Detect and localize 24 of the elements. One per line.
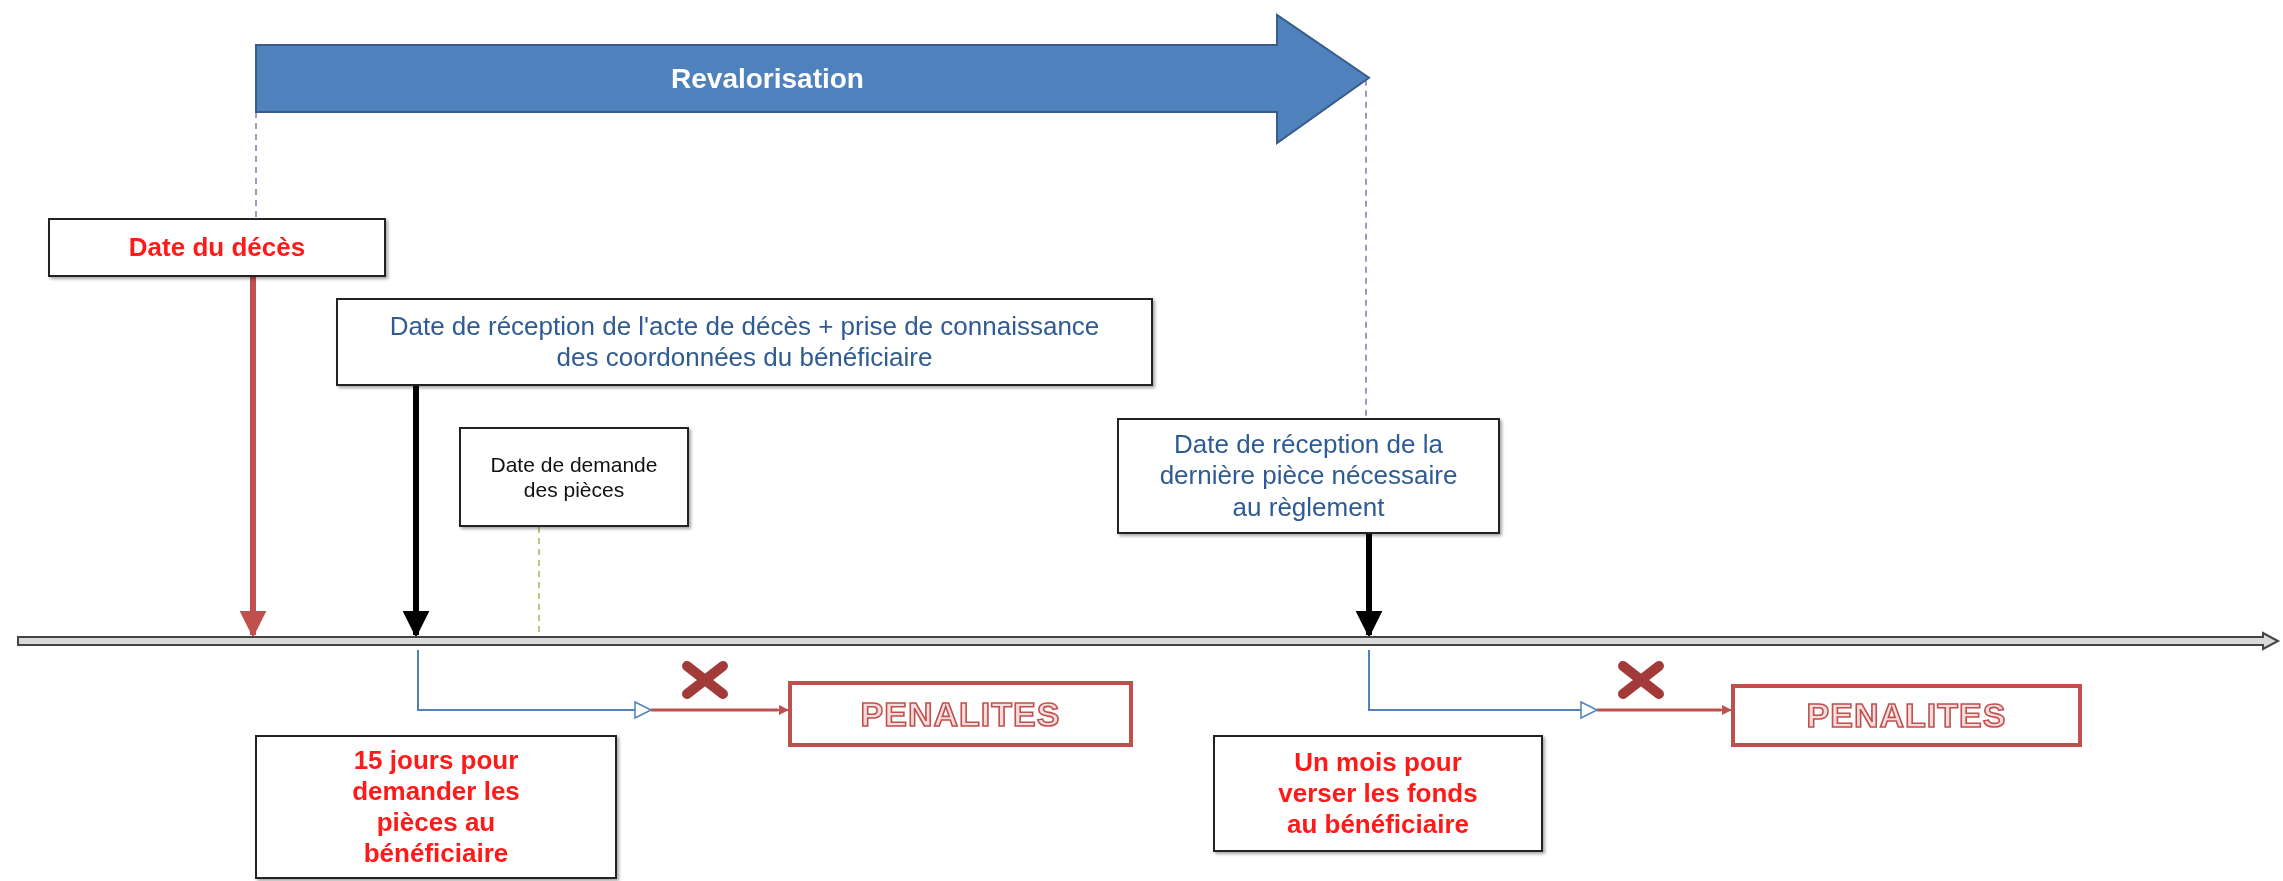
banner-label: Revalorisation xyxy=(671,62,865,96)
event-box xyxy=(336,298,1153,386)
event-label: Date de réception de l'acte de décès + prise de connaissance des coordonnées du bénéficiaire xyxy=(388,310,1101,374)
dashed-line xyxy=(255,111,257,219)
event-label: 15 jours pour demander les pièces au bénéficiaire xyxy=(351,744,521,870)
penalty-box xyxy=(788,681,1133,747)
dashed-line xyxy=(1365,78,1367,419)
penalty-box xyxy=(1731,684,2082,747)
event-label: Un mois pour verser les fonds au bénéficiaire xyxy=(1277,746,1479,841)
event-box xyxy=(48,218,386,277)
event-box xyxy=(1117,418,1500,534)
arrow xyxy=(402,386,430,638)
arrow-banner xyxy=(256,15,1369,143)
arrow xyxy=(1355,534,1383,638)
arrow xyxy=(239,277,267,638)
timeline-arrow xyxy=(17,632,2279,650)
event-label: Date de réception de la dernière pièce nécessaire au règlement xyxy=(1158,429,1459,523)
penalty-label: PENALITES xyxy=(860,693,1061,735)
event-box xyxy=(255,735,617,879)
penalty-label: PENALITES xyxy=(1806,695,2007,736)
event-label: Date du décès xyxy=(128,231,306,264)
event-box xyxy=(459,427,689,527)
event-label: Date de demande des pièces xyxy=(489,451,659,503)
event-box xyxy=(1213,735,1543,852)
